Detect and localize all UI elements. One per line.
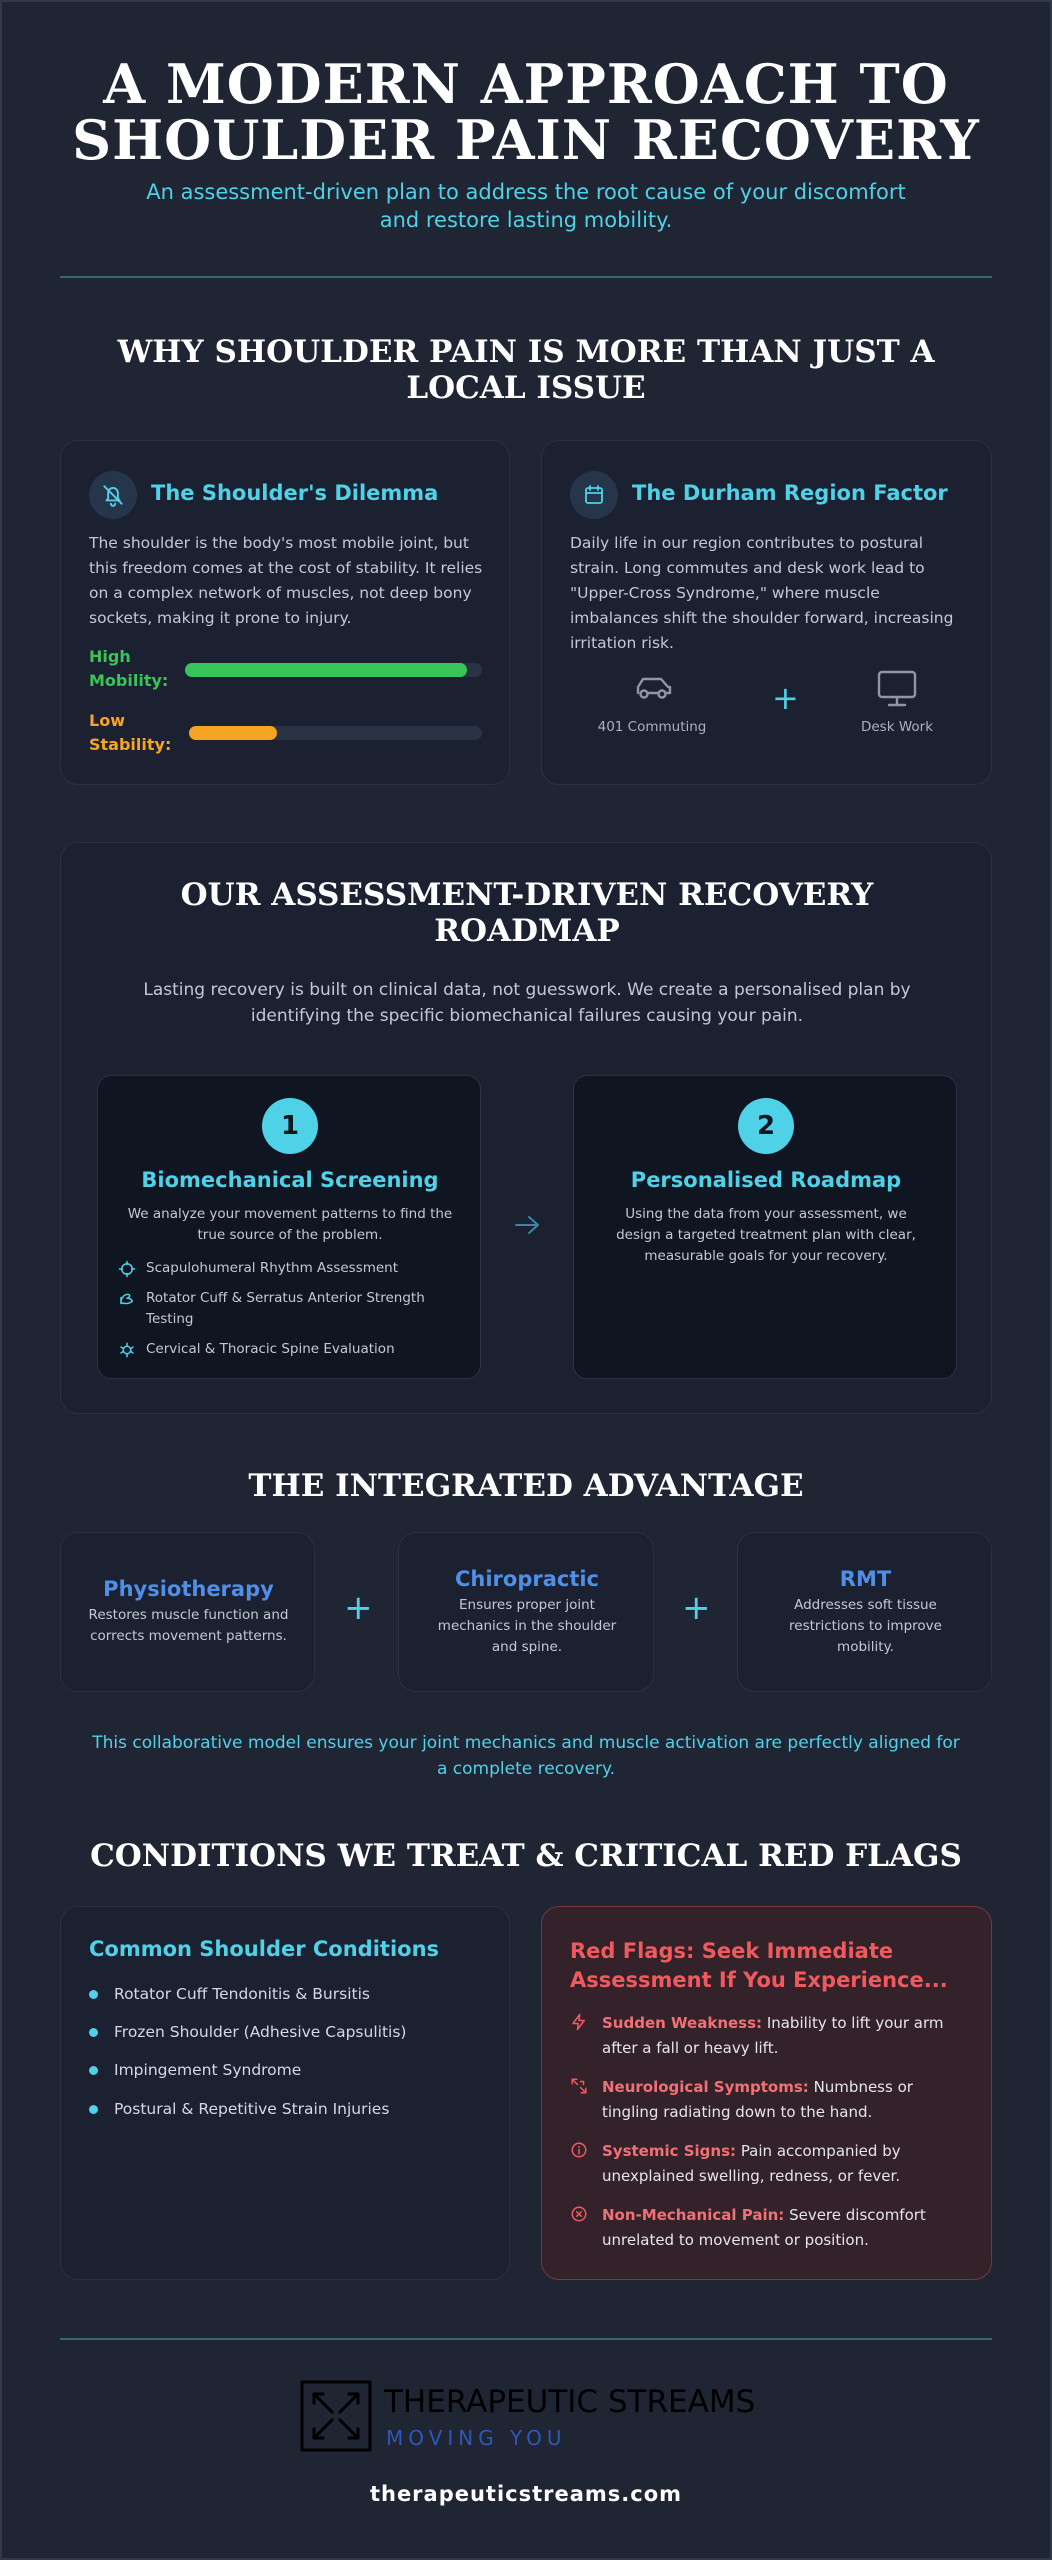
target-icon — [118, 1260, 136, 1282]
step2-card: 2 Personalised Roadmap Using the data fr… — [573, 1075, 957, 1379]
durham-card: The Durham Region Factor Daily life in o… — [541, 440, 992, 785]
commute-label: 401 Commuting — [597, 719, 707, 735]
info-icon — [570, 2141, 588, 2163]
logo-name: THERAPEUTIC STREAMS — [384, 2384, 756, 2420]
physio-title: Physiotherapy — [103, 1577, 274, 1601]
bottom-divider — [60, 2338, 992, 2340]
roadmap-heading: OUR ASSESSMENT-DRIVEN RECOVERY ROADMAP — [180, 877, 874, 949]
rmt-card: RMT Addresses soft tissue restrictions t… — [737, 1532, 992, 1692]
step1-card: 1 Biomechanical Screening We analyze you… — [97, 1075, 481, 1379]
stability-label: Low Stability: — [89, 711, 172, 754]
red-flag-item: Neurological Symptoms: Numbness or tingl… — [602, 2078, 913, 2121]
durham-text: Daily life in our region contributes to … — [570, 534, 954, 652]
step1-number: 1 — [262, 1098, 318, 1154]
x-circle-icon — [570, 2205, 588, 2227]
condition-item: Rotator Cuff Tendonitis & Bursitis — [89, 1985, 370, 2003]
top-divider — [60, 276, 992, 278]
roadmap-card: OUR ASSESSMENT-DRIVEN RECOVERY ROADMAP L… — [60, 842, 992, 1414]
mobility-bar-fill — [185, 663, 468, 677]
dilemma-card: The Shoulder's Dilemma The shoulder is t… — [60, 440, 510, 785]
car-icon — [634, 673, 674, 707]
physio-card: Physiotherapy Restores muscle function a… — [60, 1532, 315, 1692]
roadmap-intro: Lasting recovery is built on clinical da… — [143, 980, 911, 1026]
step1-title: Biomechanical Screening — [141, 1168, 439, 1192]
step2-number: 2 — [738, 1098, 794, 1154]
plus-icon: + — [682, 1588, 711, 1628]
chiro-title: Chiropractic — [454, 1567, 600, 1591]
muscle-icon — [118, 1290, 136, 1312]
red-flag-item: Systemic Signs: Pain accompanied by unex… — [602, 2142, 901, 2185]
monitor-icon — [877, 670, 917, 712]
step1-item: Rotator Cuff & Serratus Anterior Strengt… — [146, 1290, 425, 1327]
why-heading: WHY SHOULDER PAIN IS MORE THAN JUST A LO… — [117, 334, 935, 406]
logo-tagline: MOVING YOU — [386, 2426, 567, 2450]
step1-item: Scapulohumeral Rhythm Assessment — [146, 1260, 399, 1276]
physio-text: Restores muscle function and corrects mo… — [88, 1607, 289, 1644]
advantage-heading: THE INTEGRATED ADVANTAGE — [248, 1468, 804, 1504]
bell-off-icon — [89, 471, 137, 519]
lightning-icon — [570, 2013, 588, 2035]
main-title: A MODERN APPROACH TO SHOULDER PAIN RECOV… — [72, 52, 980, 172]
dilemma-title: The Shoulder's Dilemma — [151, 481, 439, 505]
bullet-dot — [89, 2104, 98, 2114]
bullet-dot — [89, 2027, 98, 2037]
common-title: Common Shoulder Conditions — [89, 1937, 440, 1961]
nerve-arrows-icon — [570, 2077, 588, 2099]
red-flags-card: Red Flags: Seek Immediate Assessment If … — [541, 1906, 992, 2280]
arrow-right-icon — [513, 1213, 541, 1241]
rmt-title: RMT — [839, 1567, 892, 1591]
red-flag-item: Sudden Weakness: Inability to lift your … — [602, 2014, 944, 2057]
step2-text: Using the data from your assessment, we … — [616, 1206, 916, 1264]
bullet-dot — [89, 2065, 98, 2075]
condition-item: Frozen Shoulder (Adhesive Capsulitis) — [89, 2023, 406, 2041]
chiro-card: Chiropractic Ensures proper joint mechan… — [398, 1532, 654, 1692]
main-subtitle: An assessment-driven plan to address the… — [146, 180, 906, 232]
advantage-footer: This collaborative model ensures your jo… — [92, 1733, 960, 1779]
stability-bar-fill — [189, 726, 277, 740]
mobility-bar — [185, 663, 482, 677]
condition-item: Impingement Syndrome — [89, 2061, 301, 2079]
mobility-label: High Mobility: — [89, 647, 169, 690]
plus-icon: + — [772, 679, 799, 717]
dilemma-text: The shoulder is the body's most mobile j… — [89, 534, 483, 627]
stability-bar — [189, 726, 482, 740]
bullet-dot — [89, 1989, 98, 1999]
website-link[interactable]: therapeuticstreams.com — [369, 2482, 683, 2506]
conditions-heading: CONDITIONS WE TREAT & CRITICAL RED FLAGS — [90, 1838, 962, 1874]
step1-text: We analyze your movement patterns to fin… — [127, 1206, 453, 1243]
logo-mark-icon — [300, 2380, 372, 2456]
common-conditions-card: Common Shoulder Conditions Rotator Cuff … — [60, 1906, 510, 2280]
durham-title: The Durham Region Factor — [632, 481, 948, 505]
rmt-text: Addresses soft tissue restrictions to im… — [789, 1597, 942, 1655]
step1-item: Cervical & Thoracic Spine Evaluation — [146, 1341, 395, 1357]
calendar-icon — [570, 471, 618, 519]
condition-item: Postural & Repetitive Strain Injuries — [89, 2100, 389, 2118]
chiro-text: Ensures proper joint mechanics in the sh… — [437, 1597, 617, 1655]
step2-title: Personalised Roadmap — [630, 1168, 902, 1192]
plus-icon: + — [344, 1588, 373, 1628]
desk-label: Desk Work — [860, 719, 934, 735]
red-flag-item: Non-Mechanical Pain: Severe discomfort u… — [602, 2206, 926, 2249]
red-flags-title: Red Flags: Seek Immediate Assessment If … — [570, 1939, 948, 1992]
spine-icon — [118, 1341, 136, 1363]
